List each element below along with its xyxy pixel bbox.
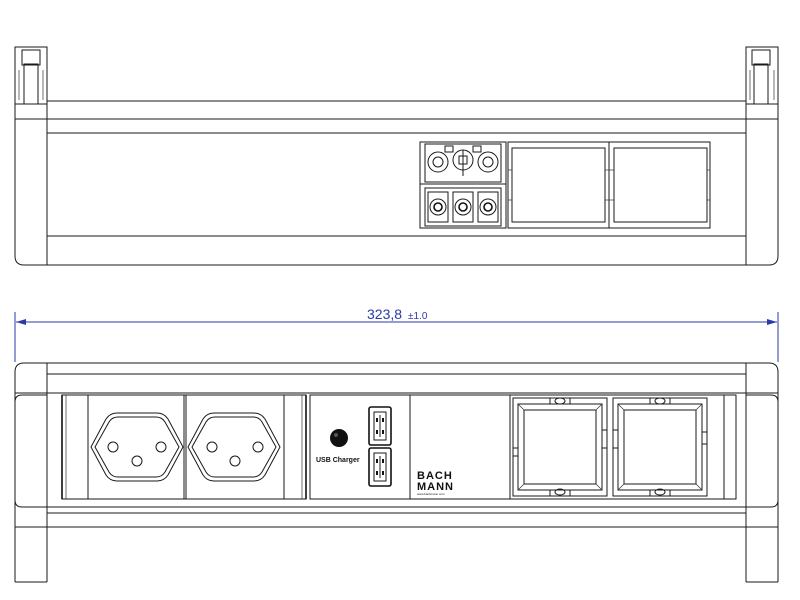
top-connector-block bbox=[419, 141, 507, 229]
top-module-slots bbox=[507, 141, 711, 229]
front-view: USB Charger BACH bbox=[14, 362, 779, 583]
left-bracket bbox=[14, 46, 48, 120]
right-bracket bbox=[745, 46, 779, 120]
overall-width-dimension: 323,8 ±1.0 bbox=[14, 306, 779, 362]
usb-led-indicator bbox=[330, 429, 348, 447]
top-view bbox=[14, 46, 779, 266]
connector-upper-right bbox=[477, 151, 499, 173]
brand-name-line2: MANN bbox=[417, 481, 454, 493]
top-housing bbox=[14, 100, 779, 266]
module-slot-2 bbox=[612, 397, 708, 497]
front-module-slots bbox=[509, 394, 737, 500]
power-socket-2 bbox=[187, 412, 281, 482]
brand-panel: BACH MANN www.bachmann.com bbox=[409, 394, 511, 500]
connector-upper-center bbox=[452, 149, 474, 176]
usb-port-1 bbox=[368, 406, 392, 446]
connector-upper-left bbox=[427, 151, 449, 173]
terminal-left bbox=[427, 191, 449, 223]
usb-charger-label: USB Charger bbox=[316, 457, 360, 464]
module-slot-1 bbox=[512, 397, 608, 497]
dimension-tolerance: ±1.0 bbox=[408, 311, 428, 322]
brand-name-line1: BACH bbox=[417, 470, 453, 482]
usb-charger-panel: USB Charger bbox=[309, 394, 411, 500]
socket-panel bbox=[61, 394, 307, 500]
power-socket-1 bbox=[90, 412, 184, 482]
terminal-center bbox=[452, 191, 474, 223]
front-housing bbox=[14, 362, 779, 583]
brand-url: www.bachmann.com bbox=[417, 492, 445, 496]
usb-port-2 bbox=[368, 447, 392, 487]
dimension-value: 323,8 bbox=[367, 306, 402, 322]
terminal-right bbox=[477, 191, 499, 223]
